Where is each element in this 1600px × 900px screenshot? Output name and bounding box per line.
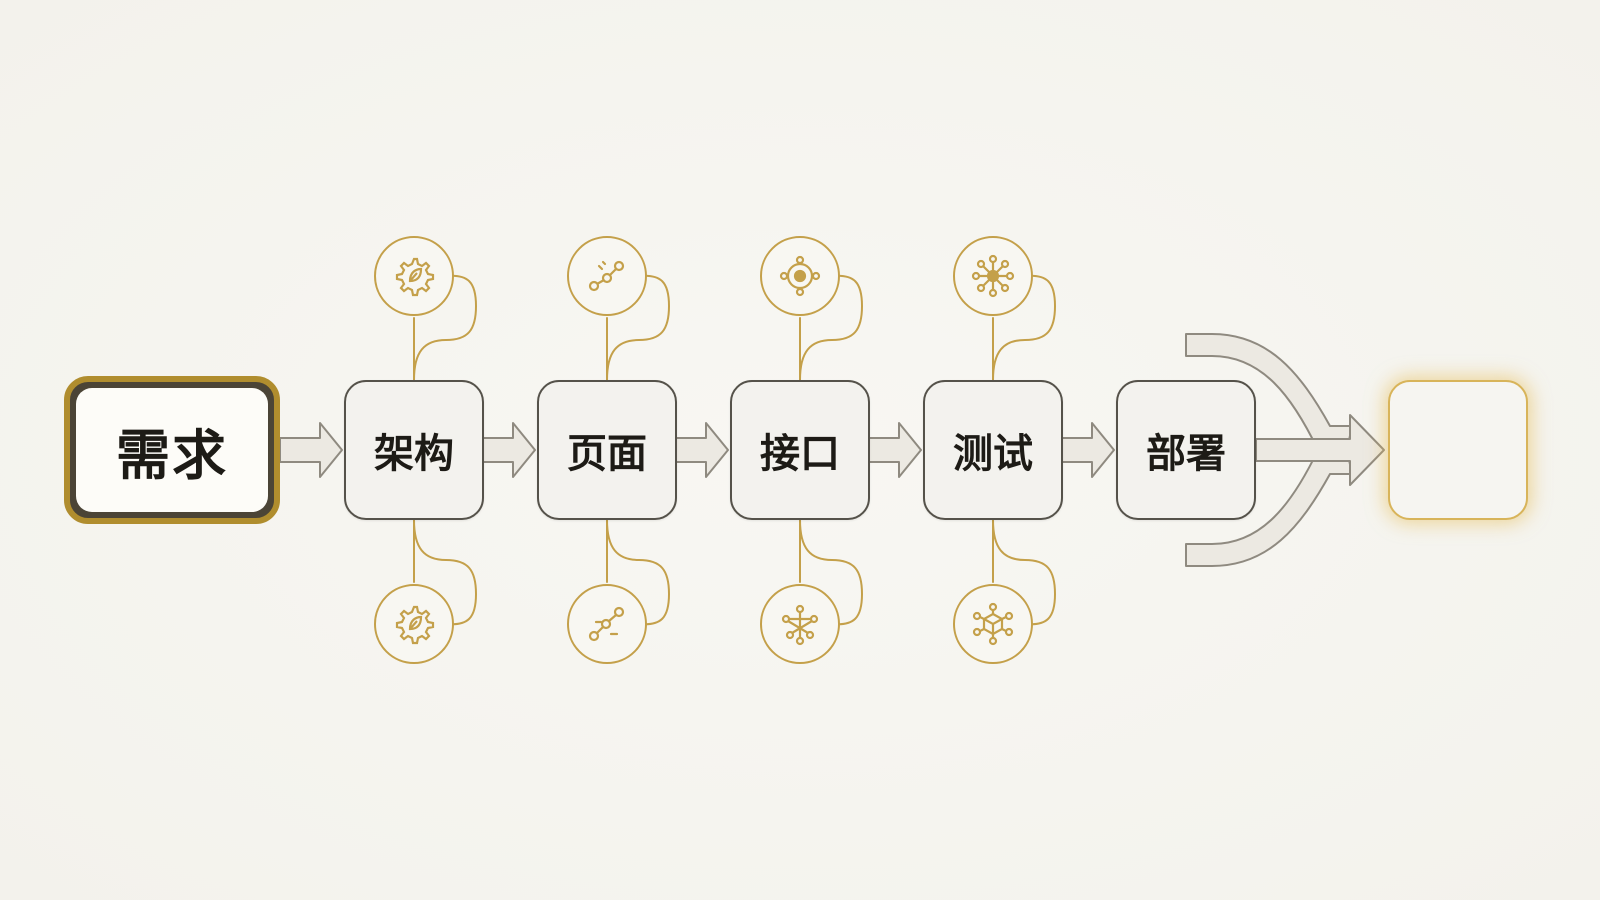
step-architecture[interactable]: 架构 xyxy=(344,380,484,520)
node-path-icon xyxy=(567,584,647,664)
start-node-requirements[interactable]: 需求 xyxy=(64,376,280,524)
cube-network-icon xyxy=(953,584,1033,664)
result-node[interactable] xyxy=(1388,380,1528,520)
arrow-page-to-interface xyxy=(675,422,729,478)
arrow-testing-to-deploy xyxy=(1061,422,1115,478)
step-deploy[interactable]: 部署 xyxy=(1116,380,1256,520)
network-mesh-icon xyxy=(760,584,840,664)
step-testing[interactable]: 测试 xyxy=(923,380,1063,520)
arrow-interface-to-testing xyxy=(868,422,922,478)
arrow-architecture-to-page xyxy=(482,422,536,478)
gear-leaf-icon xyxy=(374,236,454,316)
arrow-start-to-architecture xyxy=(279,422,343,478)
gear-network-icon xyxy=(760,236,840,316)
converging-arrow xyxy=(1185,333,1385,567)
step-page[interactable]: 页面 xyxy=(537,380,677,520)
step-interface[interactable]: 接口 xyxy=(730,380,870,520)
node-path-icon xyxy=(567,236,647,316)
hub-spoke-icon xyxy=(953,236,1033,316)
start-node-label: 需求 xyxy=(76,388,268,512)
gear-leaf-icon xyxy=(374,584,454,664)
